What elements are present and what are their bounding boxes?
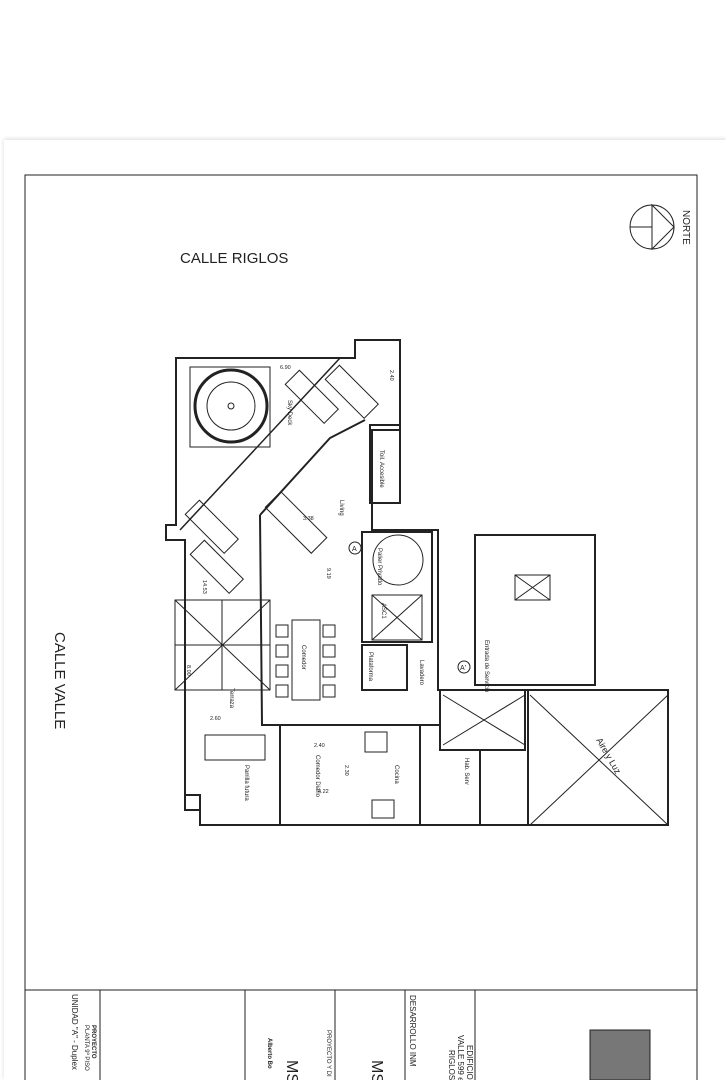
dimension: 2.40: [388, 370, 394, 381]
dimension: 2.60: [210, 716, 221, 722]
street-riglos: CALLE RIGLOS: [180, 250, 288, 267]
street-valle: CALLE VALLE: [51, 632, 68, 729]
title-proyecto: PROYECTO: [90, 1025, 96, 1059]
room-toilet: Toil. Accesible: [378, 450, 384, 488]
architect-name: Alberto Bo: [266, 1038, 272, 1069]
north-label: NORTE: [680, 210, 691, 245]
room-palier: Palier Privado: [376, 548, 382, 586]
title-unidad: UNIDAD "A" - Duplex: [70, 994, 79, 1070]
room-entrada: Entrada de Servicio: [483, 640, 489, 693]
walls: [165, 339, 669, 826]
door-a-label: A: [352, 546, 357, 553]
logo-ms-2: MS: [368, 1060, 385, 1080]
dimension: 8.00: [185, 665, 191, 676]
room-comedor: Comedor: [300, 645, 306, 670]
room-lavadero: Lavadero: [418, 660, 424, 686]
room-hab-serv: Hab. Serv: [463, 758, 469, 785]
dimension: 6.90: [280, 365, 291, 371]
title-block: PROYECTO PLANTA 9º PISO UNIDAD "A" - Dup…: [70, 994, 474, 1080]
title-address2: RIGLOS: [447, 1050, 456, 1080]
title-proyecto-dir: PROYECTO Y DI: [325, 1030, 331, 1077]
room-terraza: Terraza: [228, 688, 234, 709]
sheet-frame: [24, 174, 698, 1080]
door-a2-label: A': [460, 665, 466, 672]
room-living: Living: [338, 500, 344, 516]
room-comedor-diario: Comedor Diario: [314, 755, 320, 798]
dimension: 2.40: [314, 743, 325, 749]
dimension: 9.19: [325, 568, 331, 579]
north-arrow-icon: [629, 203, 675, 251]
title-desarrollo: DESARROLLO INM: [408, 995, 417, 1067]
room-sky-deck: Sky Deck: [286, 400, 292, 426]
room-asc: ASC1: [380, 603, 386, 619]
dimension: 3.38: [303, 516, 314, 522]
dimension: 14.53: [201, 580, 207, 594]
dimension: 2.30: [343, 765, 349, 776]
logo-ms: MS: [283, 1060, 300, 1080]
drawing-sheet: [4, 140, 726, 1080]
dimension: 4.22: [318, 789, 329, 795]
room-plataforma: Plataforma: [367, 652, 373, 682]
room-cocina: Cocina: [393, 765, 399, 784]
title-planta: PLANTA 9º PISO: [83, 1025, 90, 1071]
title-edificio: EDIFICIO: [465, 1045, 474, 1080]
room-aire-luz: Aire y Luz: [594, 736, 623, 776]
title-address1: VALLE 599 e: [456, 1035, 465, 1080]
room-parrilla: Parrilla futura: [243, 765, 249, 801]
